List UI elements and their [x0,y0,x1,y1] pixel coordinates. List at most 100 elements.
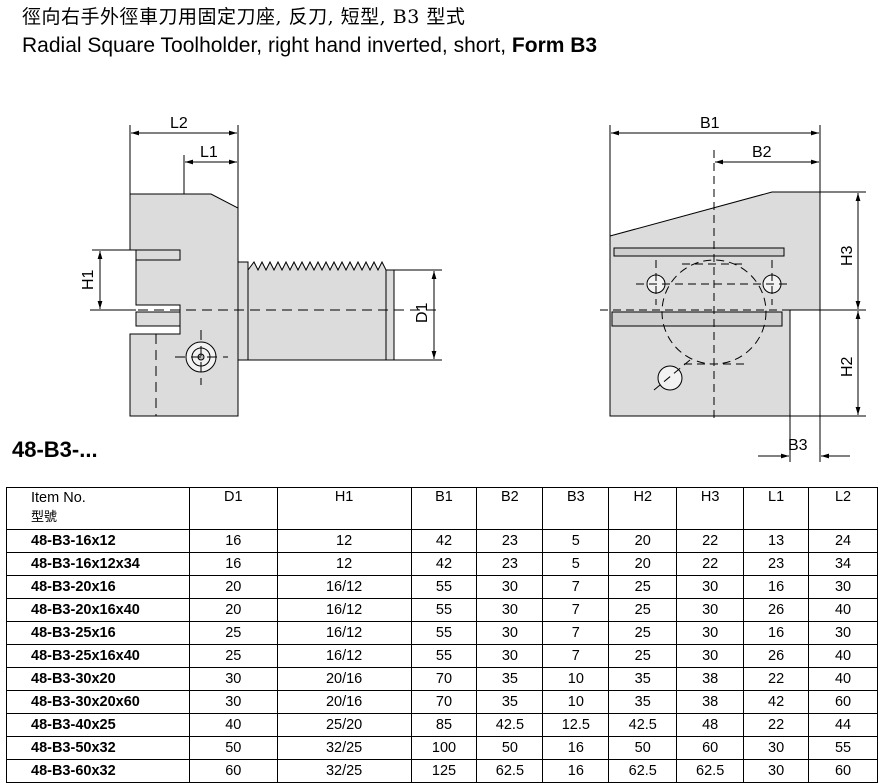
cell-b2: 30 [476,598,544,622]
header-l1: L1 [743,487,810,530]
dim-label-b3: B3 [788,437,808,454]
cell-b3: 7 [542,621,610,645]
cell-h1: 32/25 [276,759,412,783]
cell-d1: 30 [188,667,278,691]
dim-label-l2: L2 [170,115,188,132]
cell-d1: 60 [188,759,278,783]
dim-label-h1: H1 [80,269,97,290]
cell-b3: 12.5 [542,713,610,737]
cell-l1: 16 [743,575,810,599]
cell-b1: 125 [410,759,478,783]
cell-b1: 70 [410,690,478,714]
cell-b2: 23 [476,552,544,576]
cell-item-no: 48-B3-20x16 [6,575,190,599]
cell-item-no: 48-B3-25x16x40 [6,644,190,668]
cell-b3: 7 [542,598,610,622]
cell-h1: 20/16 [276,667,412,691]
cell-h2: 25 [608,621,678,645]
cell-h1: 20/16 [276,690,412,714]
cell-item-no: 48-B3-30x20 [6,667,190,691]
side-view-dimensions [92,125,442,361]
cell-l1: 16 [743,621,810,645]
cell-b1: 42 [410,552,478,576]
header-item-no-en: Item No. [31,490,86,506]
cell-b2: 30 [476,621,544,645]
cell-item-no: 48-B3-16x12 [6,529,190,553]
cell-h2: 62.5 [608,759,678,783]
cell-item-no: 48-B3-40x25 [6,713,190,737]
cell-b2: 35 [476,667,544,691]
dim-label-h3: H3 [839,245,856,266]
header-b3: B3 [542,487,610,530]
cell-h3: 38 [676,690,745,714]
cell-h2: 20 [608,529,678,553]
cell-b3: 7 [542,644,610,668]
cell-b3: 10 [542,690,610,714]
front-view-dimensions [609,125,866,462]
cell-d1: 20 [188,575,278,599]
cell-l2: 40 [808,644,878,668]
cell-b2: 23 [476,529,544,553]
title-english: Radial Square Toolholder, right hand inv… [22,34,597,58]
cell-h3: 60 [676,736,745,760]
cell-b1: 55 [410,598,478,622]
header-h2: H2 [608,487,678,530]
cell-d1: 25 [188,621,278,645]
dim-label-b2: B2 [752,144,772,161]
cell-h1: 16/12 [276,598,412,622]
cell-item-no: 48-B3-16x12x34 [6,552,190,576]
dim-label-b1: B1 [700,115,720,132]
cell-l2: 60 [808,690,878,714]
cell-b3: 10 [542,667,610,691]
cell-d1: 30 [188,690,278,714]
header-item-no-zh: 型號 [31,510,58,525]
cell-l2: 30 [808,621,878,645]
header-d1: D1 [188,487,278,530]
header-h1: H1 [276,487,412,530]
dim-label-h2: H2 [839,356,856,377]
cell-b3: 5 [542,552,610,576]
header-b2: B2 [476,487,544,530]
cell-b2: 50 [476,736,544,760]
cell-h3: 38 [676,667,745,691]
cell-h3: 30 [676,598,745,622]
technical-drawing: L2 L1 H1 D1 B1 B2 H3 [80,115,866,462]
front-view [609,191,821,417]
cell-h1: 25/20 [276,713,412,737]
cell-h3: 22 [676,552,745,576]
cell-d1: 50 [188,736,278,760]
cell-l1: 26 [743,598,810,622]
cell-l1: 23 [743,552,810,576]
cell-l1: 42 [743,690,810,714]
cell-b3: 5 [542,529,610,553]
cell-d1: 16 [188,529,278,553]
cell-l1: 26 [743,644,810,668]
cell-h1: 32/25 [276,736,412,760]
cell-h2: 25 [608,598,678,622]
cell-l2: 44 [808,713,878,737]
title-english-normal: Radial Square Toolholder, right hand inv… [22,34,512,57]
cell-b3: 7 [542,575,610,599]
header-item-no: Item No. 型號 [6,487,190,530]
cell-l1: 30 [743,736,810,760]
cell-d1: 25 [188,644,278,668]
cell-h1: 12 [276,529,412,553]
cell-h1: 16/12 [276,644,412,668]
dim-label-l1: L1 [200,144,218,161]
cell-l2: 60 [808,759,878,783]
cell-h2: 50 [608,736,678,760]
cell-item-no: 48-B3-50x32 [6,736,190,760]
cell-b2: 35 [476,690,544,714]
table-header-row: Item No. 型號 D1 H1 B1 B2 B3 H2 H3 L1 L2 [6,487,878,530]
cell-item-no: 48-B3-30x20x60 [6,690,190,714]
cell-h3: 30 [676,575,745,599]
cell-b1: 70 [410,667,478,691]
cell-b1: 55 [410,644,478,668]
dim-label-d1: D1 [414,302,431,323]
